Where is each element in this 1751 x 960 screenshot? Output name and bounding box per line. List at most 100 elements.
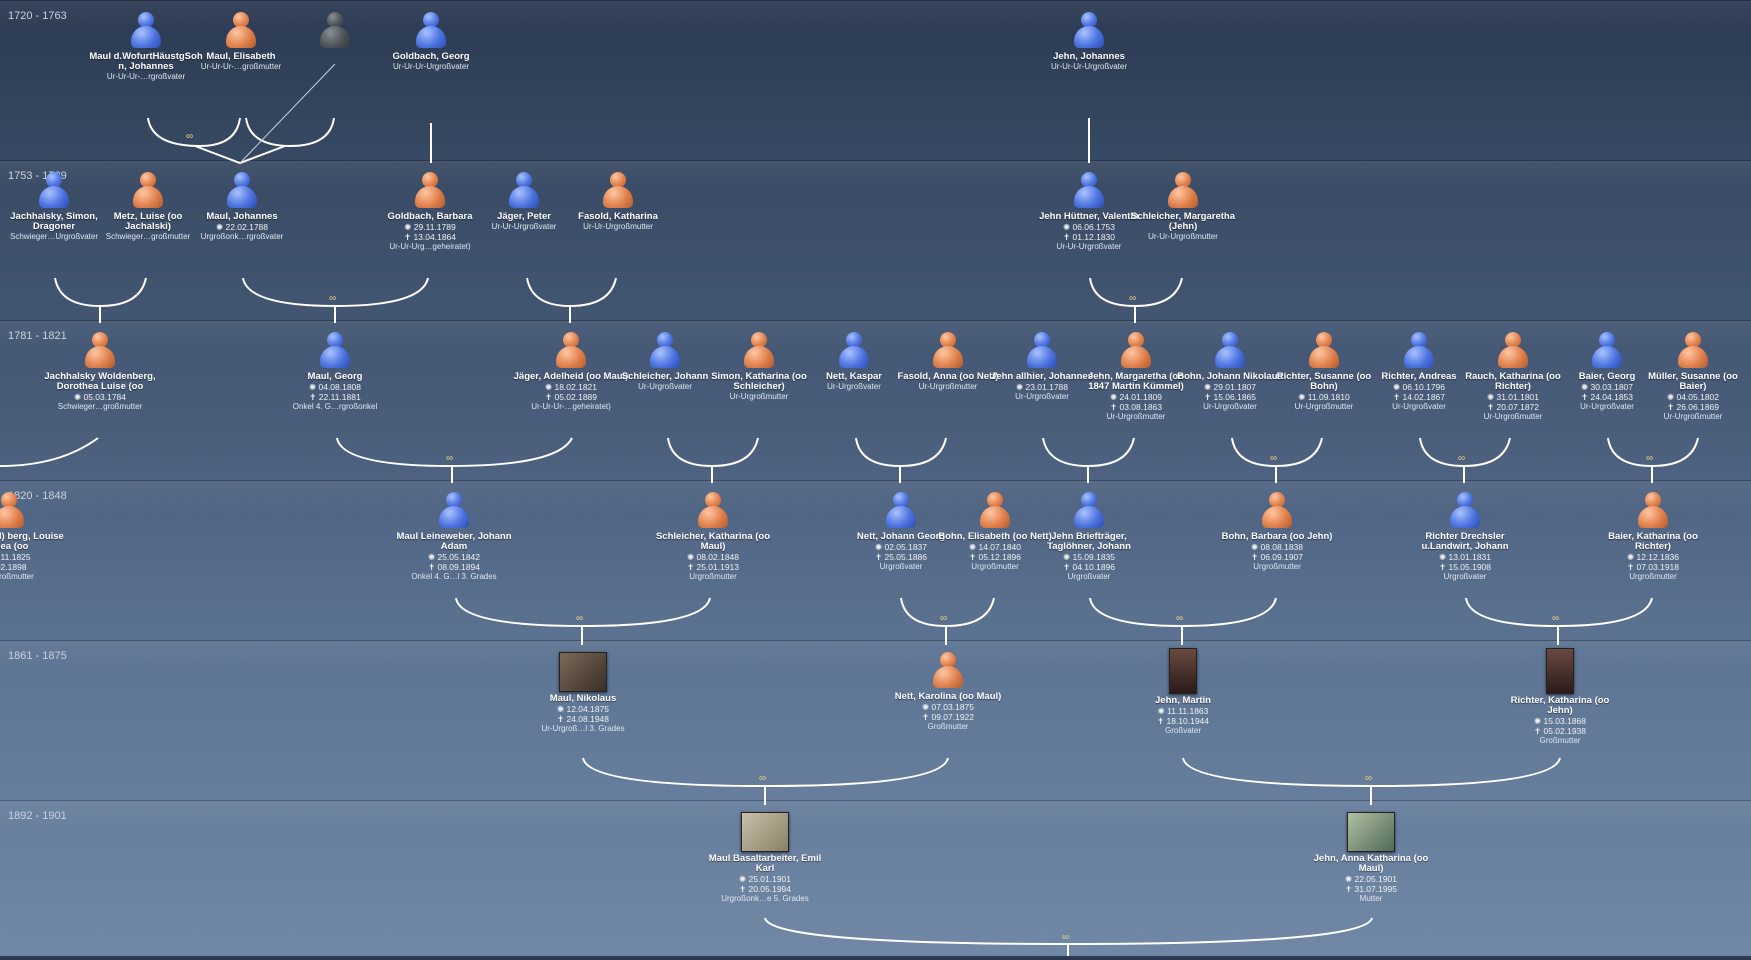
birth-date: ✺ 25.05.1842 bbox=[427, 552, 481, 562]
birth-date: ✺ 12.12.1836 bbox=[1626, 552, 1680, 562]
person-card[interactable]: Maul d.WofurtHäustgSoh n, Johannes Ur-Ur… bbox=[88, 12, 204, 82]
person-card[interactable]: Maul Leineweber, Johann Adam ✺ 25.05.184… bbox=[396, 492, 512, 582]
female-person-icon bbox=[601, 172, 635, 210]
person-card[interactable]: Maul, Elisabeth Ur-Ur-Ur-…großmutter bbox=[183, 12, 299, 72]
person-relation: Ur-Urgroßmutter bbox=[1663, 412, 1723, 421]
person-card[interactable]: Goldbach, Barbara ✺ 29.11.1789 ✝ 13.04.1… bbox=[372, 172, 488, 252]
person-card[interactable]: Baier, Georg ✺ 30.03.1807 ✝ 24.04.1853 U… bbox=[1549, 332, 1665, 412]
person-card[interactable]: Richter, Katharina (oo Jehn) ✺ 15.03.186… bbox=[1502, 648, 1618, 746]
person-card[interactable]: Bohn, Barbara (oo Jehn) ✺ 08.08.1838 ✝ 0… bbox=[1219, 492, 1335, 572]
person-card[interactable]: (Bernhard) berg, Louise thea (oo 11.11.1… bbox=[0, 492, 68, 582]
person-name: Schleicher, Margaretha (Jehn) bbox=[1130, 211, 1236, 232]
death-date: ✝ 15.05.1908 bbox=[1438, 562, 1492, 572]
person-card[interactable]: Schleicher, Johann Ur-Urgroßvater bbox=[607, 332, 723, 392]
person-name: Jehn, Margaretha (oo 1847 Martin Kümmel) bbox=[1087, 371, 1185, 392]
person-card[interactable]: Richter, Susanne (oo Bohn) ✺ 11.09.1810 … bbox=[1266, 332, 1382, 412]
person-card[interactable]: Nett, Kaspar Ur-Urgroßvater bbox=[796, 332, 912, 392]
birth-date: ✺ 24.01.1809 bbox=[1109, 392, 1163, 402]
female-person-icon bbox=[931, 652, 965, 690]
person-card[interactable]: Müller, Susanne (oo Baier) ✺ 04.05.1802 … bbox=[1635, 332, 1751, 422]
male-person-icon bbox=[37, 172, 71, 210]
person-name: Schleicher, Katharina (oo Maul) bbox=[655, 531, 771, 552]
person-name: Maul, Nikolaus bbox=[549, 693, 617, 704]
person-card[interactable]: Maul, Johannes ✺ 22.02.1788 Urgroßonk…rg… bbox=[184, 172, 300, 242]
person-card[interactable]: Maul, Georg ✺ 04.08.1808 ✝ 22.11.1881 On… bbox=[277, 332, 393, 412]
male-person-icon bbox=[1448, 492, 1482, 530]
person-card[interactable]: Jachhalsky Woldenberg, Dorothea Luise (o… bbox=[42, 332, 158, 412]
birth-date: 11.11.1825 bbox=[0, 552, 31, 562]
death-date: ✝ 13.04.1864 bbox=[403, 232, 457, 242]
person-card[interactable]: Schleicher, Margaretha (Jehn) Ur-Ur-Urgr… bbox=[1125, 172, 1241, 242]
birth-date: ✺ 11.09.1810 bbox=[1298, 392, 1350, 402]
death-date: ✝ 14.02.1867 bbox=[1392, 392, 1446, 402]
person-card[interactable]: Jehn, Johannes Ur-Ur-Ur-Urgroßvater bbox=[1031, 12, 1147, 72]
female-person-icon bbox=[413, 172, 447, 210]
person-card[interactable]: Jäger, Peter Ur-Ur-Urgroßvater bbox=[466, 172, 582, 232]
person-card[interactable]: Bohn, Elisabeth (oo Nett) ✺ 14.07.1840 ✝… bbox=[937, 492, 1053, 572]
person-card[interactable]: Richter Drechsler u.Landwirt, Johann ✺ 1… bbox=[1407, 492, 1523, 582]
person-card[interactable]: Richter, Andreas ✺ 06.10.1796 ✝ 14.02.18… bbox=[1361, 332, 1477, 412]
female-person-icon bbox=[131, 172, 165, 210]
svg-text:∞: ∞ bbox=[1129, 293, 1136, 304]
female-person-icon bbox=[742, 332, 776, 370]
person-card[interactable]: Jehn Hüttner, Valentin ✺ 06.06.1753 ✝ 01… bbox=[1031, 172, 1147, 252]
person-relation: Ur-Urgroßvater bbox=[1203, 402, 1257, 411]
person-card[interactable]: Rauch, Katharina (oo Richter) ✺ 31.01.18… bbox=[1455, 332, 1571, 422]
female-person-icon bbox=[1307, 332, 1341, 370]
person-card[interactable]: Jäger, Adelheid (oo Maul) ✺ 18.02.1821 ✝… bbox=[513, 332, 629, 412]
person-card[interactable]: Maul Basaltarbeiter, Emil Karl ✺ 25.01.1… bbox=[707, 812, 823, 904]
person-card[interactable]: Jachhalsky, Simon, Dragoner Schwieger…Ur… bbox=[0, 172, 112, 242]
person-name: Metz, Luise (oo Jachalski) bbox=[113, 211, 183, 232]
male-person-icon bbox=[1072, 172, 1106, 210]
person-card[interactable]: Metz, Luise (oo Jachalski) Schwieger…gro… bbox=[90, 172, 206, 242]
male-person-icon bbox=[1213, 332, 1247, 370]
person-card[interactable]: Baier, Katharina (oo Richter) ✺ 12.12.18… bbox=[1595, 492, 1711, 582]
person-name: Baier, Georg bbox=[1578, 371, 1636, 382]
person-relation: Ur-Urgroßvater bbox=[1392, 402, 1446, 411]
person-relation: Ur-Urgroßvater bbox=[638, 382, 692, 391]
person-card[interactable]: Fasold, Katharina Ur-Ur-Urgroßmutter bbox=[560, 172, 676, 232]
birth-date: ✺ 06.10.1796 bbox=[1392, 382, 1446, 392]
person-card[interactable]: Jehn, Anna Katharina (oo Maul) ✺ 22.05.1… bbox=[1313, 812, 1429, 904]
birth-date: ✺ 31.01.1801 bbox=[1486, 392, 1540, 402]
birth-date: ✺ 15.03.1868 bbox=[1533, 716, 1587, 726]
birth-date: ✺ 29.01.1807 bbox=[1203, 382, 1257, 392]
birth-date: ✺ 08.02.1848 bbox=[686, 552, 740, 562]
svg-text:∞: ∞ bbox=[329, 293, 336, 304]
birth-date: ✺ 30.03.1807 bbox=[1580, 382, 1634, 392]
person-card[interactable]: Nett, Johann Georg ✺ 02.05.1837 ✝ 25.05.… bbox=[843, 492, 959, 572]
person-card[interactable]: Nett, Karolina (oo Maul) ✺ 07.03.1875 ✝ … bbox=[890, 652, 1006, 732]
male-person-icon bbox=[1072, 12, 1106, 50]
person-card[interactable]: Schleicher, Katharina (oo Maul) ✺ 08.02.… bbox=[655, 492, 771, 582]
death-date: ✝ 05.02.1889 bbox=[544, 392, 598, 402]
male-person-icon bbox=[225, 172, 259, 210]
person-card[interactable]: Fasold, Anna (oo Nett) Ur-Urgroßmutter bbox=[890, 332, 1006, 392]
person-card[interactable]: Maul, Nikolaus ✺ 12.04.1875 ✝ 24.08.1948… bbox=[525, 652, 641, 734]
person-relation: Ur-Urgroßvater bbox=[1015, 392, 1069, 401]
male-person-icon bbox=[837, 332, 871, 370]
person-name: Jehn allhier, Johannes bbox=[991, 371, 1093, 382]
death-date: ✝ 15.06.1865 bbox=[1203, 392, 1257, 402]
person-card[interactable]: Jehn, Martin ✺ 11.11.1863 ✝ 18.10.1944 G… bbox=[1125, 648, 1241, 736]
person-photo bbox=[1169, 648, 1197, 694]
person-card[interactable]: Goldbach, Georg Ur-Ur-Ur-Urgroßvater bbox=[373, 12, 489, 72]
person-relation: Ur-Ur-Ur-…großmutter bbox=[200, 62, 282, 71]
person-name: Jehn, Johannes bbox=[1053, 51, 1125, 62]
person-card[interactable]: Jehn Briefträger, Taglöhner, Johann ✺ 15… bbox=[1031, 492, 1147, 582]
person-card[interactable]: Jehn, Margaretha (oo 1847 Martin Kümmel)… bbox=[1078, 332, 1194, 422]
person-name: Goldbach, Barbara bbox=[387, 211, 473, 222]
female-person-icon bbox=[1676, 332, 1710, 370]
svg-text:∞: ∞ bbox=[1552, 613, 1559, 624]
person-relation: Ur-Urgroßmutter bbox=[918, 382, 978, 391]
birth-date: ✺ 23.01.1788 bbox=[1015, 382, 1069, 392]
person-card[interactable]: Simon, Katharina (oo Schleicher) Ur-Urgr… bbox=[701, 332, 817, 402]
person-name: Nett, Johann Georg bbox=[856, 531, 946, 542]
person-relation: Onkel 4. G…l 3. Grades bbox=[411, 572, 497, 581]
person-card[interactable]: Bohn, Johann Nikolaus ✺ 29.01.1807 ✝ 15.… bbox=[1172, 332, 1288, 412]
person-name: Bohn, Barbara (oo Jehn) bbox=[1221, 531, 1333, 542]
person-name: (Bernhard) berg, Louise thea (oo bbox=[0, 531, 64, 552]
death-date: ✝ 20.05.1994 bbox=[738, 884, 792, 894]
person-card[interactable]: Jehn allhier, Johannes ✺ 23.01.1788 Ur-U… bbox=[984, 332, 1100, 402]
person-card[interactable] bbox=[277, 12, 393, 50]
